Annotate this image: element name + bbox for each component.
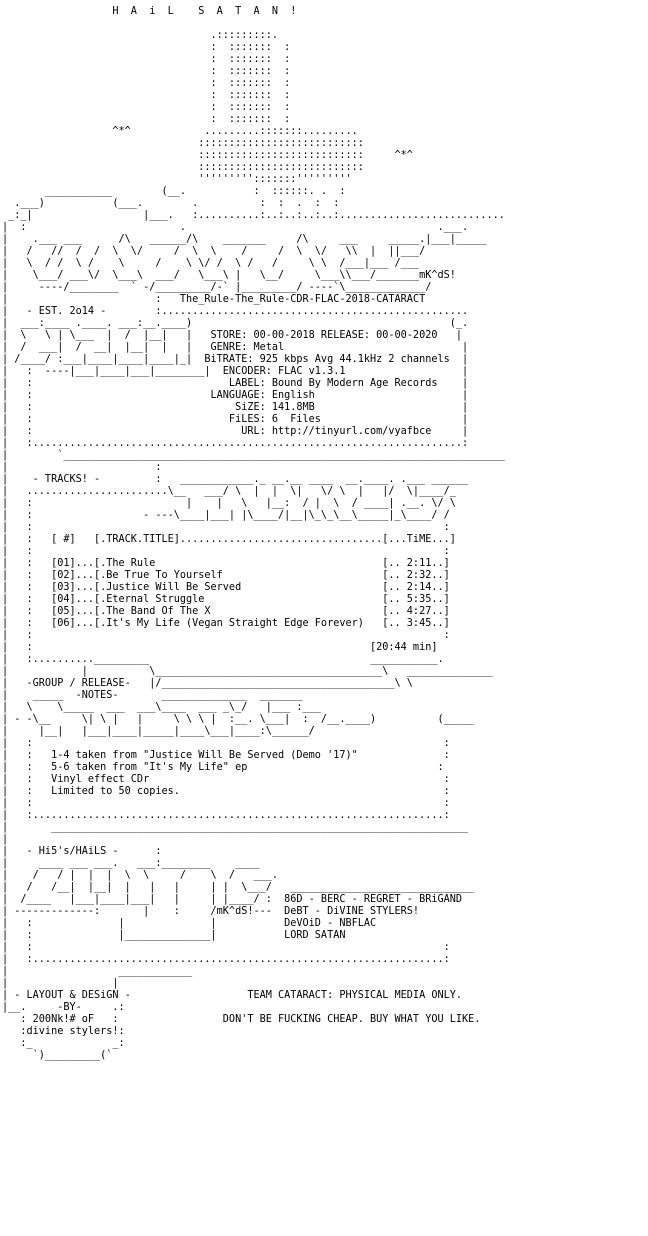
nfo-line: | : URL: http://tinyurl.com/vyafbce | xyxy=(2,426,469,437)
nfo-line: | `_____________________________________… xyxy=(2,450,505,461)
nfo-line: .___) (___. . : : . : : xyxy=(2,198,340,209)
nfo-line: |__. -BY- .: xyxy=(2,1002,125,1013)
nfo-line: | : [02]...[.Be True To Yourself [.. 2:3… xyxy=(2,570,450,581)
nfo-line: : ::::::: : xyxy=(2,102,291,113)
nfo-line: | : - ---\____|___| |\____/|__|\_\_\__\_… xyxy=(2,510,450,521)
nfo-line: | : [20:44 min] xyxy=(2,642,438,653)
nfo-line: | : LANGUAGE: English | xyxy=(2,390,469,401)
nfo-line: | .___ ___ /\ ______/\ _______ /\ ___ __… xyxy=(2,234,487,245)
nfo-line: | : The_Rule-The_Rule-CDR-FLAC-2018-CATA… xyxy=(2,294,426,305)
nfo-line: | : : xyxy=(2,630,450,641)
nfo-line: : 200Nk!# oF : DON'T BE FUCKING CHEAP. B… xyxy=(2,1014,481,1025)
nfo-line: | : : xyxy=(2,738,450,749)
nfo-line: | / / | | | \ \ / \ / ___. xyxy=(2,870,279,881)
nfo-line: | xyxy=(2,834,9,845)
nfo-line: | : [01]...[.The Rule [.. 2:11..] xyxy=(2,558,450,569)
nfo-line: | - Hi5's/HAiLS - : xyxy=(2,846,162,857)
nfo-line: | .......................\__ ___/ \ | | … xyxy=(2,486,456,497)
nfo-line: ::::::::::::::::::::::::::: xyxy=(2,138,364,149)
nfo-line xyxy=(2,18,505,30)
nfo-line: | -GROUP / RELEASE- |/__________________… xyxy=(2,678,413,689)
nfo-line: | \ \ | \___ | / |__| | STORE: 00-00-201… xyxy=(2,330,463,341)
nfo-line: | - -\__ \| \ | | \ \ \ | :__. \___| : /… xyxy=(2,714,475,725)
nfo-line: | /____ |___|____|___| | | |____/ : 86D … xyxy=(2,894,463,905)
nfo-line: | : : xyxy=(2,546,450,557)
nfo-line: | : | | \ |__: / | \ / ____| .__. \/ \ xyxy=(2,498,456,509)
nfo-line: | ______________________________________… xyxy=(2,822,469,833)
nfo-line: : ::::::: : xyxy=(2,114,291,125)
nfo-line: | : Limited to 50 copies. : xyxy=(2,786,450,797)
nfo-line: | : [06]...[.It's My Life (Vegan Straigh… xyxy=(2,618,450,629)
nfo-line: | /____/ :___|____|____|____|_| BiTRATE:… xyxy=(2,354,469,365)
nfo-line: :_ _: xyxy=(2,1038,125,1049)
nfo-line: : ::::::: : xyxy=(2,54,291,65)
nfo-line: | \ / / \ / \ / \ \/ / \ / / \ \ /___|__… xyxy=(2,258,420,269)
nfo-line: `)_________(` xyxy=(2,1050,113,1061)
nfo-line: _:_| |___. :..........:..:..:..:..:.....… xyxy=(2,210,505,221)
nfo-line: | / // / / \ \/ / \ \ / / \ \/ \\ | ||__… xyxy=(2,246,444,257)
nfo-line: | -------------: | : /mK^dS!--- DeBT - D… xyxy=(2,906,420,917)
nfo-line: | : . .___. xyxy=(2,222,469,233)
nfo-line: H A i L S A T A N ! xyxy=(2,6,297,17)
nfo-line: | : xyxy=(2,462,162,473)
nfo-line: | : SiZE: 141.8MB | xyxy=(2,402,469,413)
nfo-line: | : : xyxy=(2,942,450,953)
nfo-line: | :.....................................… xyxy=(2,810,450,821)
nfo-line: | :.....................................… xyxy=(2,438,469,449)
nfo-line: | : 1-4 taken from "Justice Will Be Serv… xyxy=(2,750,450,761)
nfo-line: : ::::::: : xyxy=(2,42,291,53)
nfo-line: | : [04]...[.Eternal Struggle [.. 5:35..… xyxy=(2,594,450,605)
nfo-line: : ::::::: : xyxy=(2,78,291,89)
nfo-line: | \___/ ___\/ \___\ ___/ \___\ | \__/ \_… xyxy=(2,270,456,281)
nfo-line: | ___:____ .____. ___:__.____) (_. xyxy=(2,318,469,329)
nfo-line: | / ___| / __| |__| | | GENRE: Metal | xyxy=(2,342,469,353)
nfo-line: | / /__| |__| | | | | | \___/ __________… xyxy=(2,882,475,893)
nfo-line: | | \___________________________________… xyxy=(2,666,493,677)
nfo-line: :divine stylers!: xyxy=(2,1026,125,1037)
nfo-line: : ::::::: : xyxy=(2,66,291,77)
nfo-line: | :.....................................… xyxy=(2,954,450,965)
nfo-line: | : 5-6 taken from "It's My Life" ep : xyxy=(2,762,444,773)
nfo-line: | : : xyxy=(2,798,450,809)
nfo-line: | \ \_____ ___ ___\____ ___ _\_/ |___ :_… xyxy=(2,702,407,713)
nfo-line: : ::::::: : xyxy=(2,90,291,101)
nfo-line: | : | | DeVOiD - NBFLAC xyxy=(2,918,377,929)
nfo-line: | ____________ xyxy=(2,966,193,977)
nfo-line: ::::::::::::::::::::::::::: xyxy=(2,162,364,173)
nfo-line: ''''''''':::::::''''''''' xyxy=(2,174,352,185)
nfo-line: | | xyxy=(2,978,119,989)
nfo-line: ::::::::::::::::::::::::::: ^*^ xyxy=(2,150,413,161)
nfo-line: | : |______________| LORD SATAN xyxy=(2,930,346,941)
nfo-line: | : ----|___|____|___|________| ENCODER:… xyxy=(2,366,469,377)
nfo-line: | : LABEL: Bound By Modern Age Records | xyxy=(2,378,469,389)
nfo-line: .:::::::::. xyxy=(2,30,279,41)
nfo-line: | - EST. 2o14 - :.......................… xyxy=(2,306,469,317)
nfo-line: | : Vinyl effect CDr : xyxy=(2,774,450,785)
nfo-line: | :.........._________ ___________. xyxy=(2,654,444,665)
nfo-line: | : [05]...[.The Band Of The X [.. 4:27.… xyxy=(2,606,450,617)
nfo-line: | |__| |___|____|_____|____\___|____:\__… xyxy=(2,726,315,737)
nfo-line: | - LAYOUT & DESiGN - TEAM CATARACT: PHY… xyxy=(2,990,463,1001)
nfo-line: | : [03]...[.Justice Will Be Served [.. … xyxy=(2,582,450,593)
nfo-line: | ____ ___ ___. ___:________ ____ xyxy=(2,858,260,869)
nfo-line: | : [ #] [.TRACK.TITLE].................… xyxy=(2,534,456,545)
nfo-line: ^*^ .........:::::::......... xyxy=(2,126,358,137)
nfo-line: | _____ -NOTES- ______________ _______ xyxy=(2,690,303,701)
nfo-line: ___________ (__. : ::::::. . : xyxy=(2,186,346,197)
nfo-ascii-document: H A i L S A T A N ! .:::::::::. : ::::::… xyxy=(2,6,505,1062)
nfo-line: | - TRACKS! - : ____________._ __.__ ___… xyxy=(2,474,469,485)
nfo-line: | : FiLES: 6 Files | xyxy=(2,414,469,425)
nfo-line: | ----/________ ` -/_________/-` |______… xyxy=(2,282,432,293)
nfo-line: | : : xyxy=(2,522,450,533)
